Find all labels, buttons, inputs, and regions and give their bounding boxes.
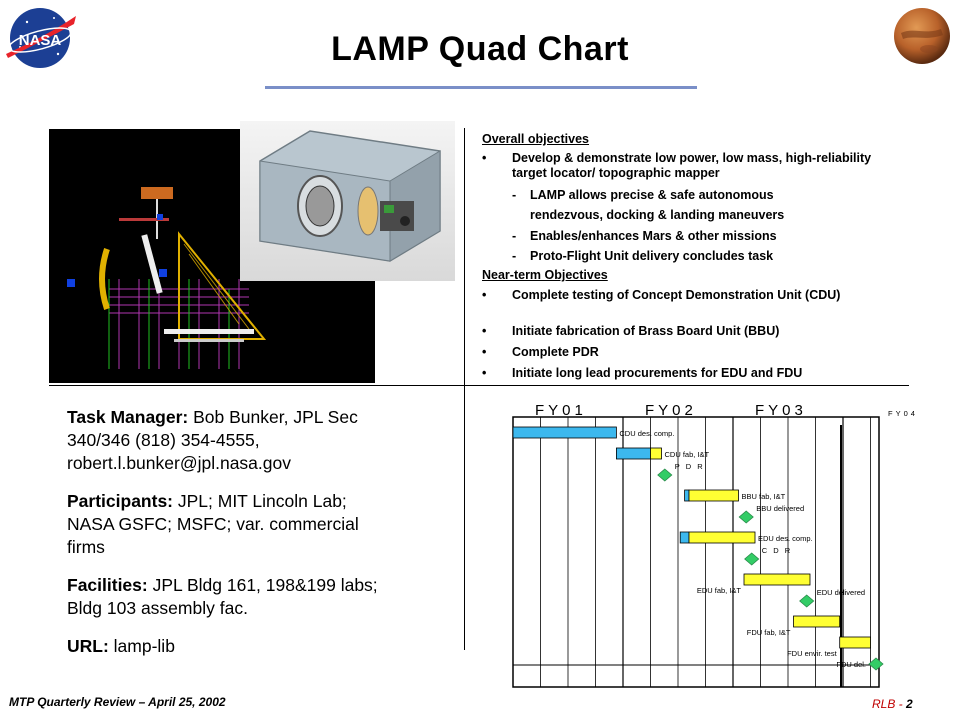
gantt-bar — [650, 447, 662, 460]
nasa-logo-text: NASA — [19, 32, 62, 49]
gantt-bar — [684, 489, 690, 502]
page-title: LAMP Quad Chart — [331, 30, 629, 68]
vertical-divider — [464, 128, 465, 650]
participants-info: Participants: JPL; MIT Lincoln Lab; NASA… — [67, 491, 359, 557]
near-term-objective-item: • Complete testing of Concept Demonstrat… — [482, 288, 841, 302]
gantt-milestone — [868, 657, 884, 671]
bullet-icon: • — [482, 345, 487, 359]
gantt-milestone-label: EDU delivered — [817, 588, 865, 597]
bullet-icon: • — [482, 151, 487, 165]
gantt-bar — [688, 531, 756, 544]
near-term-objectives-heading: Near-term Objectives — [482, 268, 608, 282]
task-manager-info: Task Manager: Bob Bunker, JPL Sec 340/34… — [67, 407, 358, 473]
gantt-bar — [793, 615, 841, 628]
gantt-milestone-label: P D R — [675, 462, 705, 471]
bullet-icon: • — [482, 324, 487, 338]
bullet-icon: • — [482, 366, 487, 380]
gantt-frame — [512, 416, 880, 688]
gantt-bar — [679, 531, 690, 544]
gantt-task-label: FDU envir. test — [787, 649, 838, 658]
footer-page-info: RLB - 2 — [872, 697, 913, 711]
schedule-gantt-chart: FY01 FY02 FY03 FY04 CDU des. comp. CDU fab, … — [512, 402, 918, 688]
gantt-milestone-label: C D R — [762, 546, 792, 555]
gantt-task-label: EDU des. comp. — [758, 534, 813, 543]
title-underline — [265, 86, 697, 89]
gantt-milestone-label: BBU delivered — [756, 504, 804, 513]
gantt-task-label: BBU fab, I&T — [742, 492, 786, 501]
mars-icon — [894, 8, 950, 64]
fiscal-year-label: FY02 — [645, 402, 697, 419]
footer-meeting-info: MTP Quarterly Review – April 25, 2002 — [9, 695, 226, 709]
gantt-bar — [616, 447, 651, 460]
gantt-fiscal-years: FY01 FY02 FY03 FY04 — [535, 402, 918, 419]
page-number: 2 — [906, 697, 913, 711]
optical-ray-trace — [67, 187, 267, 369]
fiscal-year-label: FY04 — [888, 409, 918, 418]
gantt-bar — [512, 426, 617, 439]
gantt-milestone — [657, 468, 673, 482]
nasa-logo: NASA — [6, 8, 76, 68]
gantt-grid — [513, 417, 879, 687]
gantt-bar — [743, 573, 811, 586]
gantt-milestone — [744, 552, 760, 566]
bullet-icon: • — [482, 288, 487, 302]
gantt-task-label: FDU fab, I&T — [747, 628, 791, 637]
facilities-info: Facilities: JPL Bldg 161, 198&199 labs; … — [67, 575, 378, 618]
gantt-milestone-label: FDU del. — [836, 660, 866, 669]
fiscal-year-label: FY01 — [535, 402, 587, 419]
instrument-housing-image — [240, 121, 455, 281]
gantt-task-label: CDU fab, I&T — [665, 450, 710, 459]
housing-render — [259, 130, 441, 262]
gantt-bar — [688, 489, 739, 502]
overall-objectives-heading: Overall objectives — [482, 132, 590, 146]
overall-objective-item: • Develop & demonstrate low power, low m… — [482, 151, 872, 180]
url-link: lamp-lib — [108, 636, 175, 656]
gantt-task-label: CDU des. comp. — [619, 429, 674, 438]
gantt-milestone — [738, 510, 754, 524]
horizontal-divider — [49, 385, 909, 386]
gantt-bar — [839, 636, 871, 649]
fiscal-year-label: FY03 — [755, 402, 807, 419]
url-info: URL: lamp-lib — [67, 636, 175, 656]
gantt-milestone — [799, 594, 815, 608]
gantt-tasks: CDU des. comp. CDU fab, I&T P D R BBU fab, … — [512, 426, 884, 671]
gantt-task-label: EDU fab, I&T — [697, 586, 742, 595]
